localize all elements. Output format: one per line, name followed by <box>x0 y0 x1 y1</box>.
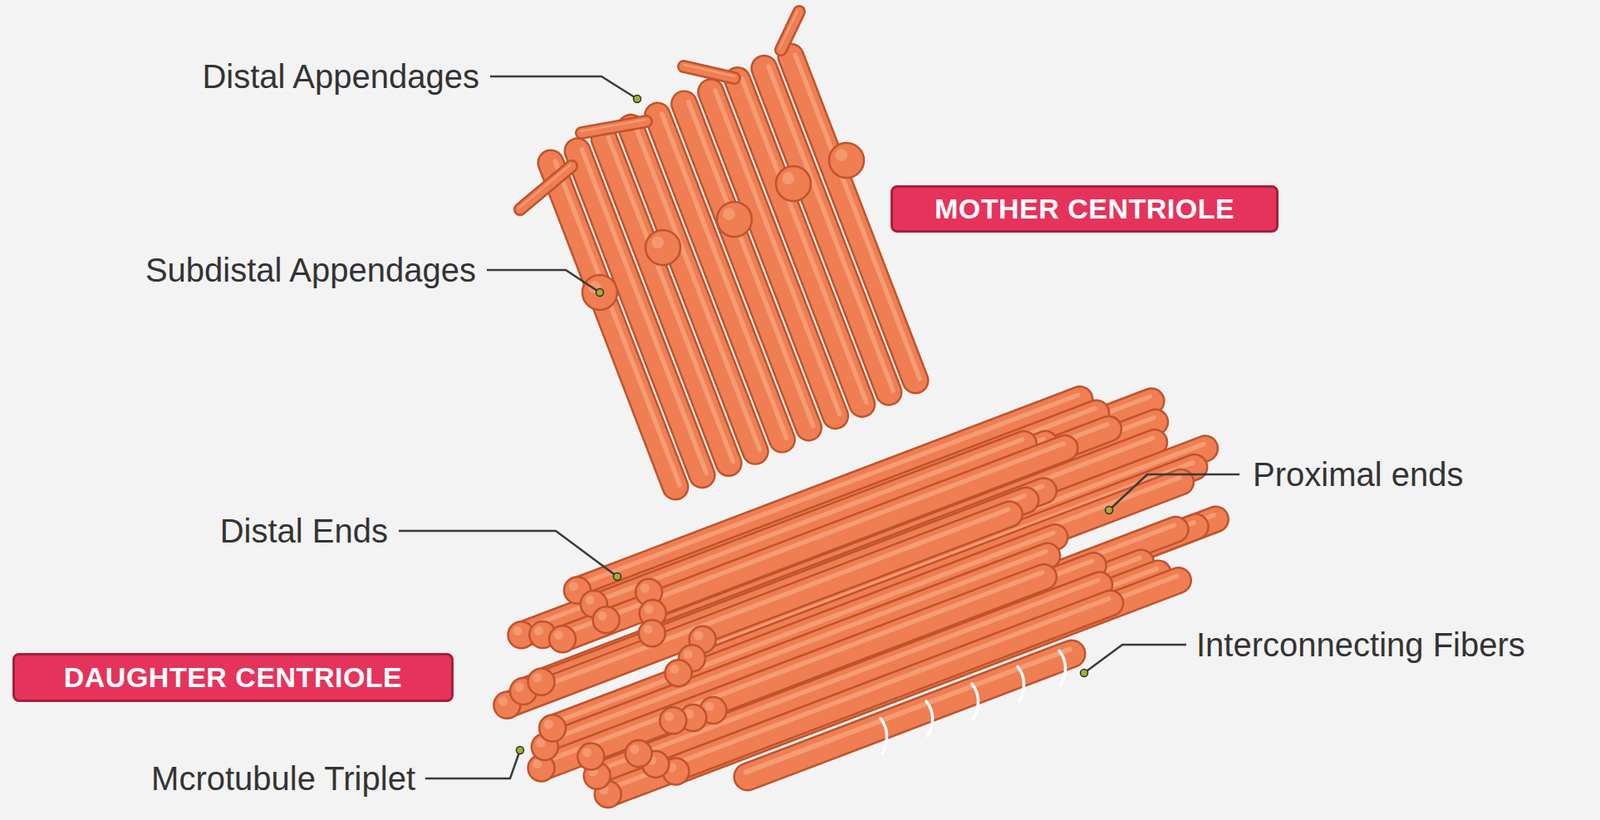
triplet-tubule-end-highlight <box>498 696 508 706</box>
tube-outline <box>581 121 647 133</box>
tube-outline <box>520 166 572 210</box>
distal-appendage-rod <box>683 64 735 79</box>
triplet-tubule-end-highlight <box>664 711 674 722</box>
fiber-arc <box>880 718 888 754</box>
triplet-tubule-end <box>665 659 693 687</box>
tube-body <box>581 121 647 133</box>
tube-outline <box>683 66 735 79</box>
subdistal-appendage <box>716 201 752 237</box>
triplet-tubule-end-highlight <box>629 745 639 755</box>
leader-dot <box>1080 669 1089 678</box>
tube-highlight <box>683 64 735 77</box>
tube-body <box>780 11 800 50</box>
subdistal-appendage <box>829 142 864 178</box>
centriole-tag: DAUGHTER CENTRIOLE <box>12 652 454 702</box>
triplet-tubule-end-highlight <box>534 626 544 636</box>
leader-dot <box>613 573 622 581</box>
triplet-tubule-end <box>577 743 604 771</box>
subdistal-appendage-highlight <box>834 148 848 162</box>
tube-outline <box>780 11 800 50</box>
subdistal-appendage-highlight <box>781 171 795 185</box>
interconnecting-fibers <box>880 650 1066 754</box>
daughter-microtubule <box>595 579 1100 776</box>
leader-dot <box>633 95 642 104</box>
part-label: Proximal ends <box>1252 454 1463 495</box>
triplet-tubule-end-highlight <box>554 630 564 640</box>
triplet-tubule-end-highlight <box>642 624 653 634</box>
leader-line <box>1109 474 1240 511</box>
part-label: Mcrotubule Triplet <box>151 758 416 799</box>
triplet-tubule-end-highlight <box>582 747 592 757</box>
leader-dot <box>516 746 525 755</box>
node-title: DAUGHTER CENTRIOLE <box>63 661 403 694</box>
fiber-arc <box>926 701 933 737</box>
triplet-tubule-end <box>638 619 666 647</box>
mother-centriole-drawing <box>519 10 921 487</box>
tube-body <box>597 584 1100 776</box>
triplet-tubule-end <box>539 715 566 742</box>
triplet-tubule-end-highlight <box>584 595 594 605</box>
distal-appendage-rod <box>519 164 572 210</box>
triplet-tubule-end-highlight <box>640 583 650 593</box>
subdistal-appendage-highlight <box>722 207 736 221</box>
triplet-tubule-end-highlight <box>532 672 542 683</box>
fiber-arc <box>971 683 979 719</box>
triplet-tubule-end-highlight <box>515 682 525 693</box>
tube-highlight <box>581 119 647 132</box>
daughter-centriole-drawing <box>493 394 1216 808</box>
centriole-tag: MOTHER CENTRIOLE <box>890 185 1279 233</box>
triplet-tubule-end-highlight <box>693 630 703 640</box>
part-label: Subdistal Appendages <box>145 250 477 290</box>
leader-dot <box>596 289 604 297</box>
daughter-microtubule <box>606 598 1111 795</box>
triplet-tubule-end <box>625 740 653 767</box>
tube-highlight <box>519 164 571 208</box>
subdistal-appendage <box>775 166 811 202</box>
part-label: Distal Ends <box>220 510 388 551</box>
leader-line <box>425 750 521 779</box>
triplet-tubule-end-highlight <box>544 719 554 729</box>
mother-microtubule <box>737 78 867 404</box>
triplet-tubule-end-highlight <box>597 611 607 621</box>
subdistal-appendage <box>645 230 681 266</box>
subdistal-appendage <box>582 274 618 310</box>
tube-body <box>520 166 572 210</box>
tube-body <box>683 66 735 79</box>
tube-highlight <box>595 579 1099 771</box>
triplet-tubule-end-highlight <box>704 701 714 712</box>
distal-appendage-rod <box>779 10 800 50</box>
triplet-tubule-end <box>659 706 687 734</box>
leader-line <box>1084 644 1187 673</box>
tube-highlight <box>606 598 1110 791</box>
triplet-tubule-end <box>549 625 576 653</box>
leader-lines <box>398 76 1240 779</box>
part-label: Distal Appendages <box>201 56 480 97</box>
leader-line <box>490 76 638 99</box>
part-label: Interconnecting Fibers <box>1196 624 1526 665</box>
triplet-tubule-end-highlight <box>569 581 579 591</box>
triplet-tubule-end-highlight <box>683 649 693 659</box>
triplet-tubule-end-highlight <box>643 604 653 614</box>
triplet-tubule-end-highlight <box>512 626 522 636</box>
leader-line <box>486 269 600 293</box>
tube-highlight <box>779 10 798 50</box>
leader-dot <box>1105 506 1114 515</box>
triplet-tubule-end <box>593 606 620 634</box>
triplet-tubule-end-highlight <box>532 759 542 769</box>
subdistal-appendage-highlight <box>651 235 664 249</box>
tube-outline <box>608 603 1111 795</box>
triplet-tubule-end <box>528 668 555 696</box>
mother-microtubule <box>764 66 894 393</box>
tube-highlight <box>768 66 894 391</box>
leader-line <box>398 530 618 577</box>
tube-outline <box>597 584 1100 776</box>
tube-body <box>608 603 1111 795</box>
node-title: MOTHER CENTRIOLE <box>934 192 1235 226</box>
distal-appendage-rod <box>581 119 647 133</box>
fiber-arc <box>1059 650 1066 686</box>
triplet-tubule-end-highlight <box>669 664 679 674</box>
fiber-arc <box>1017 666 1025 702</box>
